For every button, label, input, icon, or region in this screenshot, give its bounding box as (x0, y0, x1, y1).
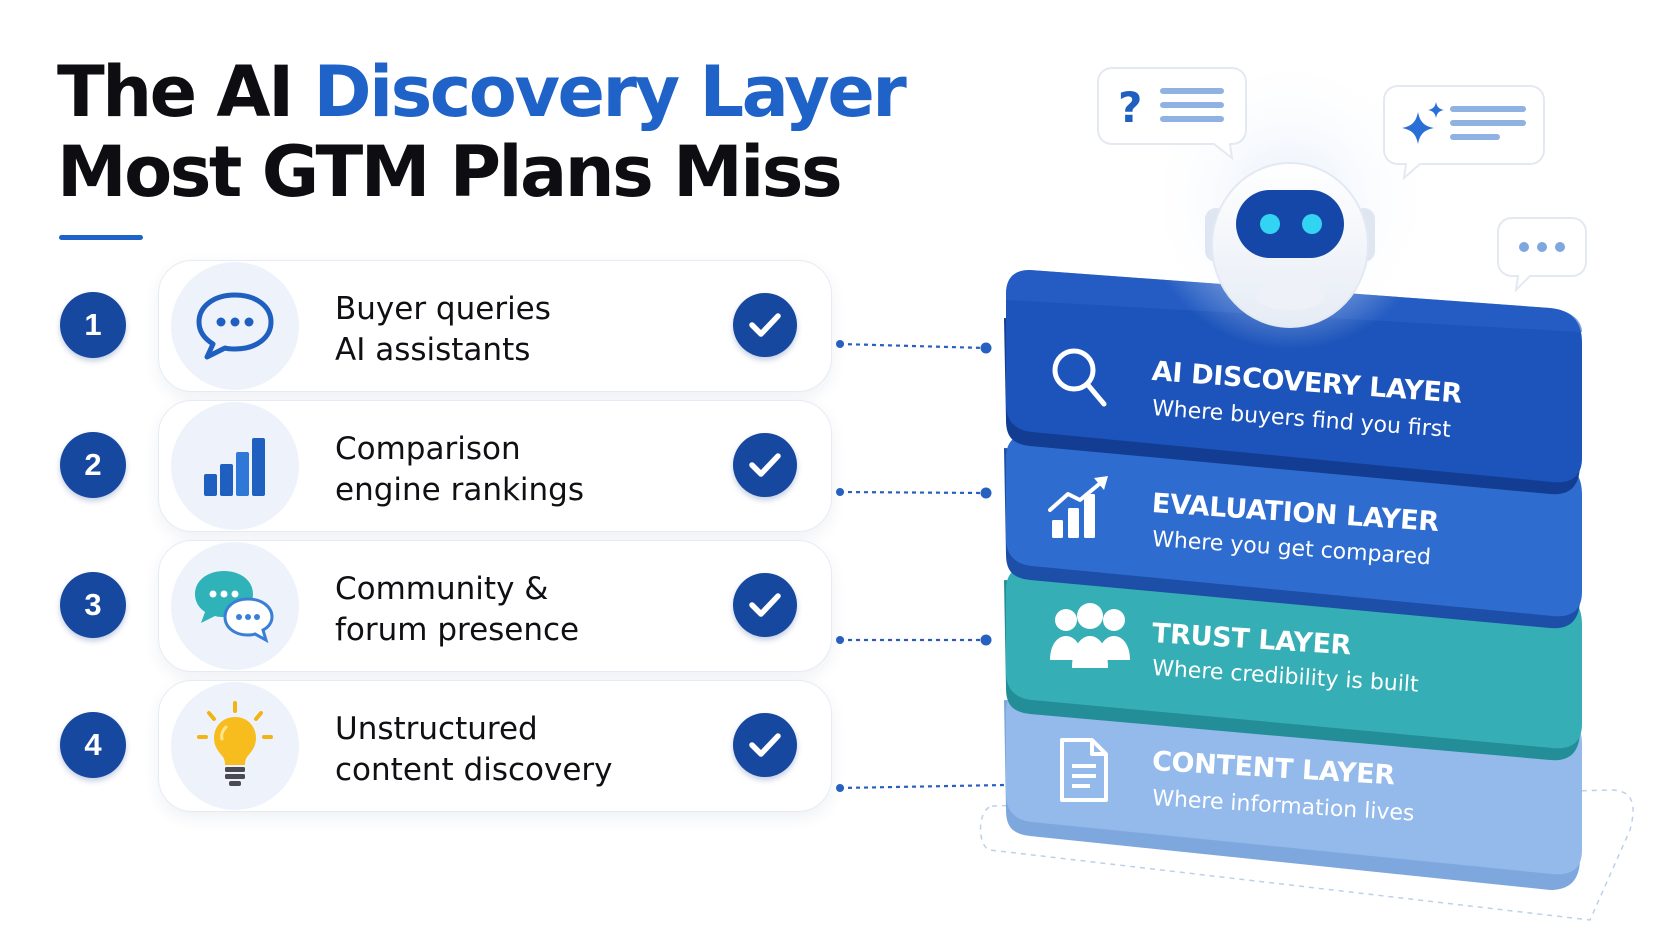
list-item: 1 Buyer queries AI assistants (0, 260, 840, 392)
title-line1: The AI Discovery Layer (57, 51, 907, 133)
checkmark-icon (733, 713, 797, 777)
growth-chart-icon (1048, 476, 1108, 538)
question-bubble-icon: ? (1097, 67, 1247, 161)
item-text: Community & forum presence (335, 571, 580, 648)
item-text: Buyer queries AI assistants (335, 291, 551, 368)
document-icon (1060, 738, 1108, 802)
people-icon (1050, 603, 1130, 668)
typing-bubble-icon (1497, 217, 1587, 293)
robot-icon (1205, 162, 1375, 328)
checkmark-icon (733, 573, 797, 637)
connector-lines (839, 342, 1006, 790)
item-text: Unstructured content discovery (335, 711, 613, 788)
step-number-badge: 2 (60, 432, 126, 498)
step-number-badge: 4 (60, 712, 126, 778)
svg-text:?: ? (1118, 83, 1142, 132)
lightbulb-icon (171, 682, 299, 810)
step-number-badge: 3 (60, 572, 126, 638)
title-underline (59, 235, 143, 240)
list-item: 3 Community & forum presence (0, 540, 840, 672)
list-item: 2 Comparison engine rankings (0, 400, 840, 532)
chat-bubble-icon (171, 262, 299, 390)
page-title: The AI Discovery Layer Most GTM Plans Mi… (57, 51, 907, 213)
sparkle-bubble-icon (1383, 85, 1545, 181)
item-card: Comparison engine rankings (158, 400, 832, 532)
item-text: Comparison engine rankings (335, 431, 585, 508)
item-card: Community & forum presence (158, 540, 832, 672)
item-card: Buyer queries AI assistants (158, 260, 832, 392)
title-line2: Most GTM Plans Miss (57, 131, 843, 213)
bar-chart-icon (171, 402, 299, 530)
item-card: Unstructured content discovery (158, 680, 832, 812)
title-accent: Discovery Layer (313, 51, 907, 133)
conversation-icon (171, 542, 299, 670)
checkmark-icon (733, 293, 797, 357)
step-number-badge: 1 (60, 292, 126, 358)
magnifier-icon (1052, 348, 1107, 407)
checkmark-icon (733, 433, 797, 497)
floor-outline (979, 789, 1634, 921)
list-item: 4 Unstructured content discovery (0, 680, 840, 812)
connector-dots (836, 340, 992, 792)
